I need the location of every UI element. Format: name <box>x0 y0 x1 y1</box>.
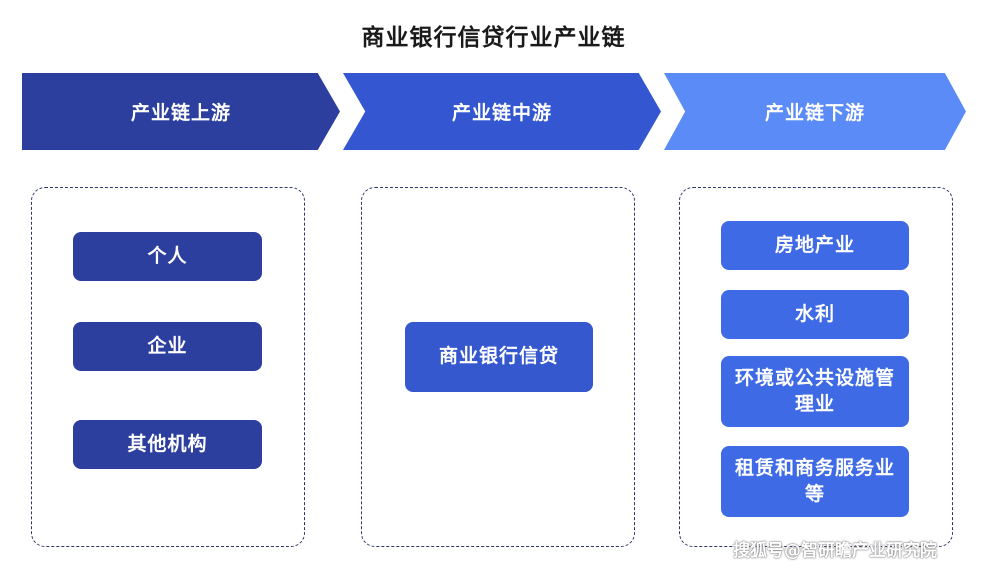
panel-upstream <box>31 187 305 547</box>
downstream-item-real-estate: 房地产业 <box>721 221 909 270</box>
diagram-title: 商业银行信贷行业产业链 <box>361 25 626 51</box>
watermark: 搜狐号@智研瞻产业研究院 <box>733 541 937 561</box>
upstream-item-enterprise: 企业 <box>73 322 262 371</box>
stage-label-midstream: 产业链中游 <box>451 102 552 124</box>
stage-arrow-upstream: 产业链上游 <box>22 73 340 150</box>
stage-label-upstream: 产业链上游 <box>130 102 231 124</box>
panel-downstream <box>679 187 953 547</box>
panel-midstream <box>361 187 635 547</box>
stage-arrow-downstream: 产业链下游 <box>664 73 966 150</box>
stage-label-downstream: 产业链下游 <box>764 102 865 124</box>
downstream-item-environment-public-facilities: 环境或公共设施管理业 <box>721 356 909 427</box>
stage-arrow-midstream: 产业链中游 <box>343 73 661 150</box>
downstream-item-leasing-business-services: 租赁和商务服务业等 <box>721 446 909 517</box>
downstream-item-water-conservancy: 水利 <box>721 290 909 339</box>
upstream-item-individual: 个人 <box>73 232 262 281</box>
midstream-item-commercial-bank-credit: 商业银行信贷 <box>405 322 593 392</box>
upstream-item-other-institutions: 其他机构 <box>73 420 262 469</box>
